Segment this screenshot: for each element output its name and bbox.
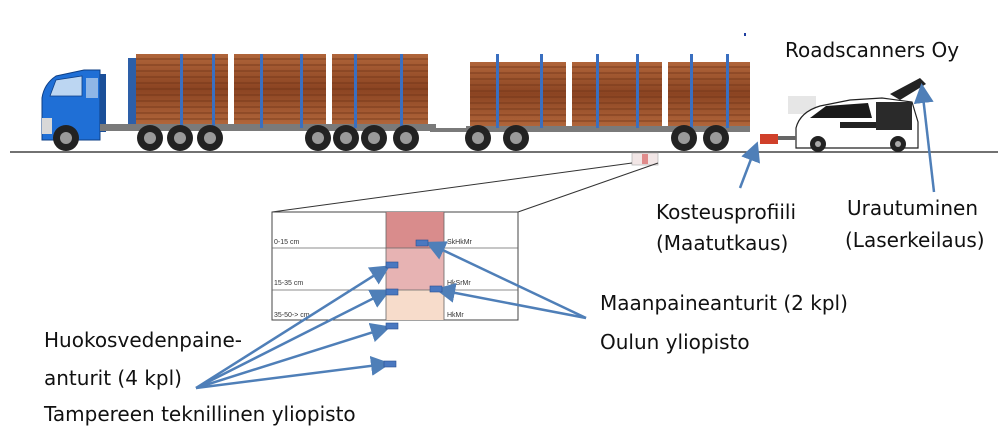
pore-pressure-sensor bbox=[385, 322, 399, 330]
pore-pressure-sensors-label: Huokosvedenpaine- bbox=[44, 328, 242, 352]
depth-label: 15-35 cm bbox=[274, 280, 303, 287]
bunk-stake bbox=[354, 54, 357, 128]
bunk-stake bbox=[212, 54, 215, 128]
arrows bbox=[195, 83, 936, 390]
pore-pressure-sensor bbox=[385, 288, 399, 296]
wheel bbox=[671, 125, 697, 151]
material-label: HkMr bbox=[447, 312, 464, 319]
wheel bbox=[361, 125, 387, 151]
rutting-method: (Laserkeilaus) bbox=[845, 228, 985, 252]
bunk-stake bbox=[596, 54, 599, 128]
bunk-stake bbox=[300, 54, 303, 128]
rutting-label: Urautuminen bbox=[847, 196, 979, 220]
soil-layer-1 bbox=[386, 212, 444, 248]
sensors bbox=[383, 239, 443, 368]
timber-truck bbox=[41, 54, 750, 151]
log-bundle bbox=[470, 62, 566, 126]
pore-pressure-sensors-count: anturit (4 kpl) bbox=[44, 366, 182, 390]
wheel bbox=[333, 125, 359, 151]
truck-wheels bbox=[53, 125, 729, 151]
arrow-pore-pressure-4 bbox=[195, 355, 391, 390]
material-label: SkHkMr bbox=[447, 239, 473, 246]
arrow-moisture bbox=[738, 141, 761, 189]
moisture-profile-label: Kosteusprofiili bbox=[656, 200, 796, 224]
bunk-stake bbox=[400, 54, 403, 128]
earth-pressure-sensor bbox=[415, 239, 429, 247]
arrow-pore-pressure-1 bbox=[195, 265, 391, 390]
earth-pressure-sensors-label: Maanpaineanturit (2 kpl) bbox=[600, 291, 848, 315]
pore-pressure-org: Tampereen teknillinen yliopisto bbox=[44, 402, 356, 426]
arrow-rutting bbox=[913, 83, 936, 193]
wheel bbox=[53, 125, 79, 151]
pore-pressure-sensor bbox=[385, 261, 399, 269]
wheel bbox=[137, 125, 163, 151]
bunk-stake bbox=[496, 54, 499, 128]
arrow-earth-pressure-2 bbox=[435, 283, 587, 320]
log-bundle bbox=[572, 62, 662, 126]
wheel bbox=[305, 125, 331, 151]
bunk-stake bbox=[726, 54, 729, 128]
bunk-stake bbox=[636, 54, 639, 128]
bunk-stake bbox=[540, 54, 543, 128]
wheel bbox=[197, 125, 223, 151]
soil-layer-2 bbox=[386, 248, 444, 290]
arrow-earth-pressure-1 bbox=[425, 241, 587, 320]
depth-label: 35-50-> cm bbox=[274, 312, 310, 319]
wheel bbox=[167, 125, 193, 151]
depth-label: 0-15 cm bbox=[274, 239, 299, 246]
arrow-pore-pressure-2 bbox=[195, 289, 391, 390]
moisture-profile-method: (Maatutkaus) bbox=[656, 231, 789, 255]
bunk-stake bbox=[260, 54, 263, 128]
survey-car bbox=[760, 78, 926, 152]
truck-cab bbox=[41, 69, 106, 141]
bunk-stake bbox=[180, 54, 183, 128]
earth-pressure-sensor bbox=[429, 285, 443, 293]
wheel bbox=[393, 125, 419, 151]
material-label: HkSrMr bbox=[447, 280, 471, 287]
bunk-stake bbox=[690, 54, 693, 128]
pore-pressure-sensor bbox=[383, 360, 397, 368]
bunk-stakes bbox=[180, 54, 729, 128]
wheel bbox=[503, 125, 529, 151]
wheel bbox=[465, 125, 491, 151]
wheel bbox=[703, 125, 729, 151]
log-bundle bbox=[668, 62, 750, 126]
arrow-pore-pressure-3 bbox=[195, 322, 391, 390]
earth-pressure-org: Oulun yliopisto bbox=[600, 330, 750, 354]
company-name: Roadscanners Oy bbox=[785, 38, 960, 62]
